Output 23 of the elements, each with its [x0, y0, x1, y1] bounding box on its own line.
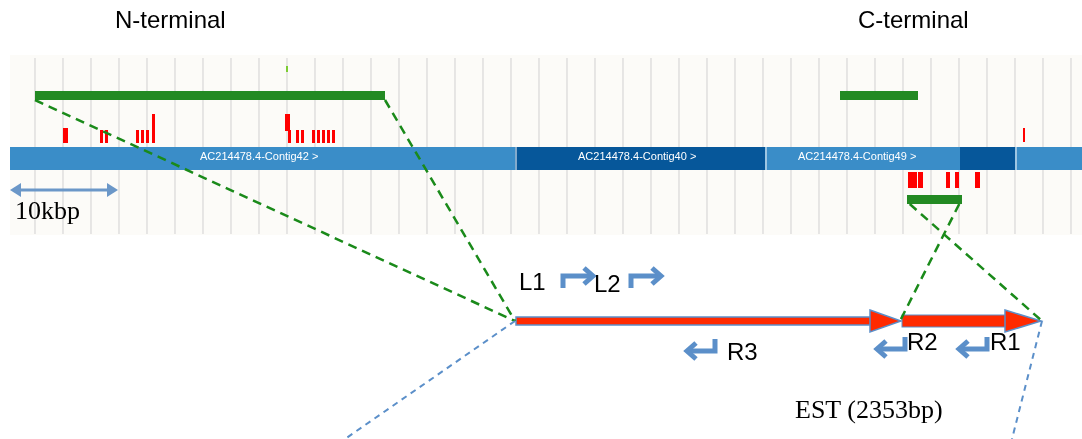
- zoom-guide-line: [1011, 320, 1043, 439]
- primer-label: R2: [907, 330, 938, 354]
- alignment-bar: [35, 91, 385, 100]
- primer-label: L2: [594, 272, 621, 296]
- zoom-guide-line: [34, 98, 516, 323]
- primer-label: L1: [519, 270, 546, 294]
- sequence-label: EST (2353bp): [795, 397, 943, 423]
- primer-label: R1: [990, 330, 1021, 354]
- zoom-guide-line: [344, 320, 516, 439]
- region-label: C-terminal: [858, 8, 969, 32]
- contig-label: AC214478.4-Contig42 >: [200, 151, 319, 162]
- zoom-guide-line: [383, 99, 517, 322]
- primer-label: R3: [727, 340, 758, 364]
- zoom-guide-line: [898, 203, 961, 322]
- region-label: N-terminal: [115, 8, 226, 32]
- scale-label: 10kbp: [15, 198, 80, 224]
- alignment-bar: [907, 195, 962, 204]
- gene-arrow: [900, 309, 1042, 333]
- contig-label: AC214478.4-Contig40 >: [578, 151, 697, 162]
- alignment-bar: [840, 91, 918, 100]
- contig-label: AC214478.4-Contig49 >: [798, 151, 917, 162]
- zoom-guide-line: [908, 203, 1043, 322]
- gene-arrow: [515, 309, 902, 333]
